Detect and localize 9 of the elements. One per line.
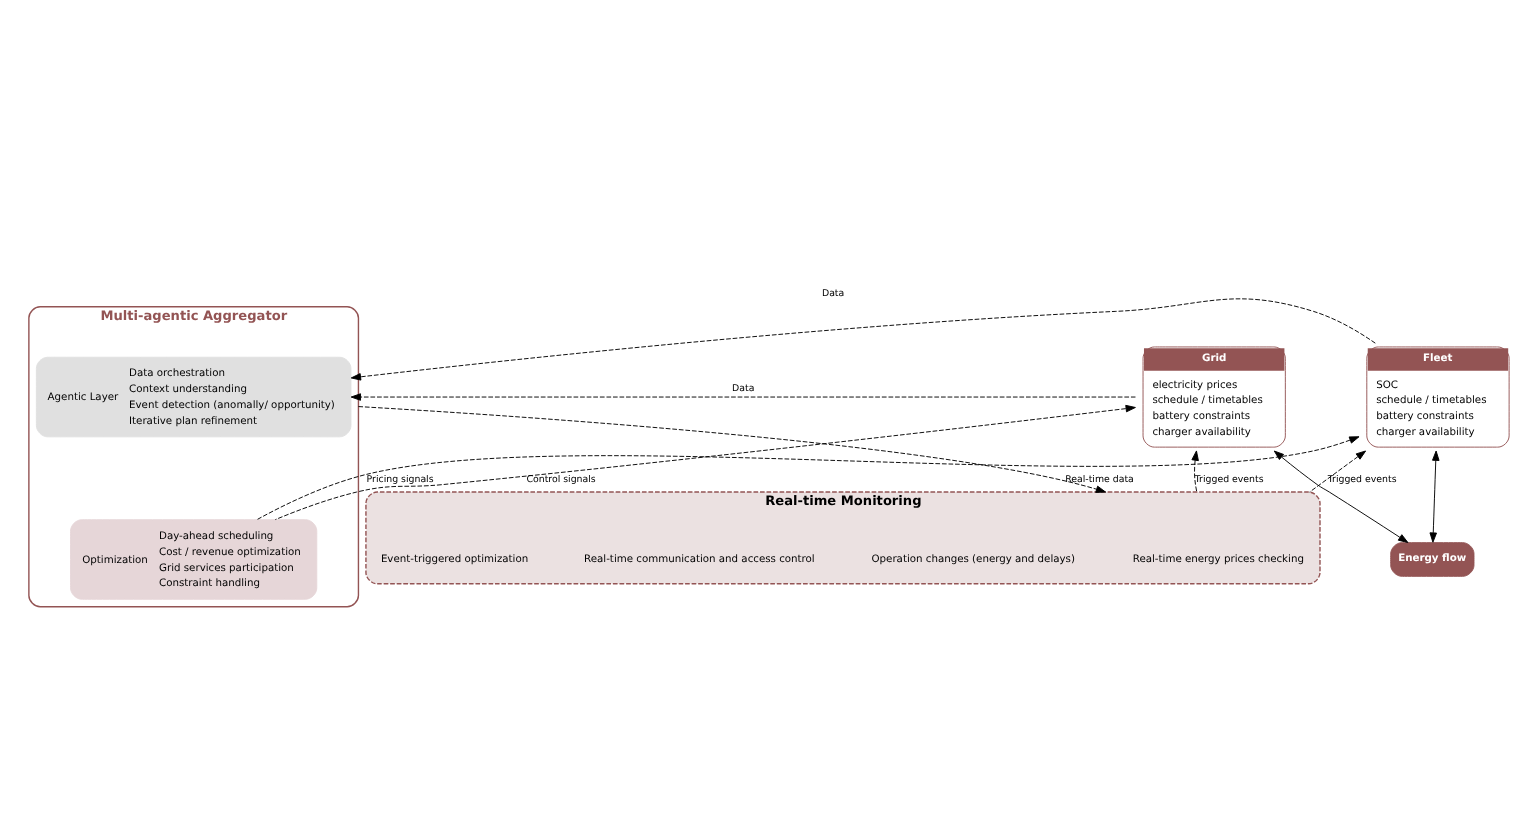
- arrow: [256, 435, 1360, 520]
- arrow: [1273, 449, 1409, 542]
- arrow: [274, 403, 1136, 520]
- arrow: [350, 392, 1136, 400]
- arrow: [1191, 449, 1199, 492]
- arrow: [350, 297, 1376, 380]
- arrow: [1309, 449, 1367, 492]
- arrow: [357, 405, 1107, 492]
- arrow: [1429, 449, 1440, 542]
